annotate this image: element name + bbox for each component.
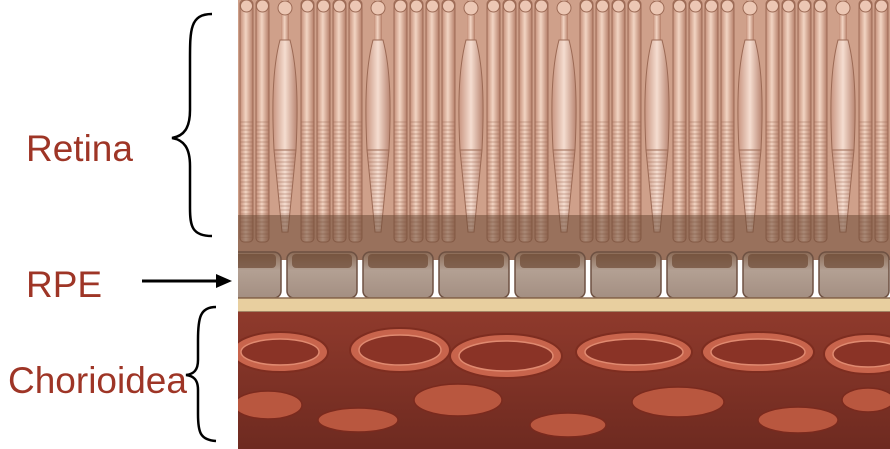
rod-cell	[349, 0, 362, 242]
choroid-vessel	[450, 334, 562, 378]
rod-cell	[705, 0, 718, 242]
rod-cell	[859, 0, 872, 242]
rpe-cell	[667, 252, 737, 298]
choroid-capillary	[238, 391, 302, 419]
photoreceptor-layer	[240, 0, 888, 242]
rpe-cell	[515, 252, 585, 298]
choroid-capillary	[632, 387, 724, 417]
rod-cell	[612, 0, 625, 242]
rod-cell	[814, 0, 827, 242]
rod-cell	[240, 0, 253, 242]
retina-label: Retina	[26, 130, 133, 167]
choroid-capillary	[758, 407, 838, 433]
rod-cell	[535, 0, 548, 242]
choroid-capillary	[530, 413, 606, 437]
rod-cell	[721, 0, 734, 242]
rod-cell	[317, 0, 330, 242]
rod-cell	[766, 0, 779, 242]
rpe-cell	[287, 252, 357, 298]
rod-cell	[580, 0, 593, 242]
rpe-label: RPE	[26, 266, 102, 303]
choroid-vessel	[238, 332, 328, 372]
rpe-cell	[238, 252, 281, 298]
rpe-cell	[439, 252, 509, 298]
rod-cell	[333, 0, 346, 242]
rod-cell	[798, 0, 811, 242]
rod-cell	[256, 0, 269, 242]
rod-cell	[689, 0, 702, 242]
rod-cell	[410, 0, 423, 242]
rod-cell	[596, 0, 609, 242]
rod-cell	[394, 0, 407, 242]
rod-cell	[442, 0, 455, 242]
choroid-capillary	[414, 384, 502, 416]
rod-cell	[519, 0, 532, 242]
rod-cell	[628, 0, 641, 242]
rod-cell	[301, 0, 314, 242]
choroid-vessel	[350, 328, 450, 372]
rod-cell	[673, 0, 686, 242]
retina-cross-section-illustration	[238, 0, 890, 449]
choroid-vessel	[576, 332, 692, 372]
rod-cell	[487, 0, 500, 242]
rpe-cell	[363, 252, 433, 298]
choroid-capillary	[842, 388, 890, 412]
rpe-cell	[591, 252, 661, 298]
rod-cell	[426, 0, 439, 242]
rod-cell	[782, 0, 795, 242]
choroid-vessel	[702, 332, 814, 372]
rpe-arrow	[138, 271, 234, 291]
rpe-cell	[743, 252, 813, 298]
rpe-cell-layer	[238, 252, 890, 298]
rod-cell	[875, 0, 888, 242]
choroid-label: Chorioidea	[8, 362, 187, 399]
choroid-brace	[180, 304, 220, 444]
retina-brace	[168, 10, 218, 240]
choroid-capillary	[318, 408, 398, 432]
rod-cell	[503, 0, 516, 242]
rpe-cell	[819, 252, 889, 298]
